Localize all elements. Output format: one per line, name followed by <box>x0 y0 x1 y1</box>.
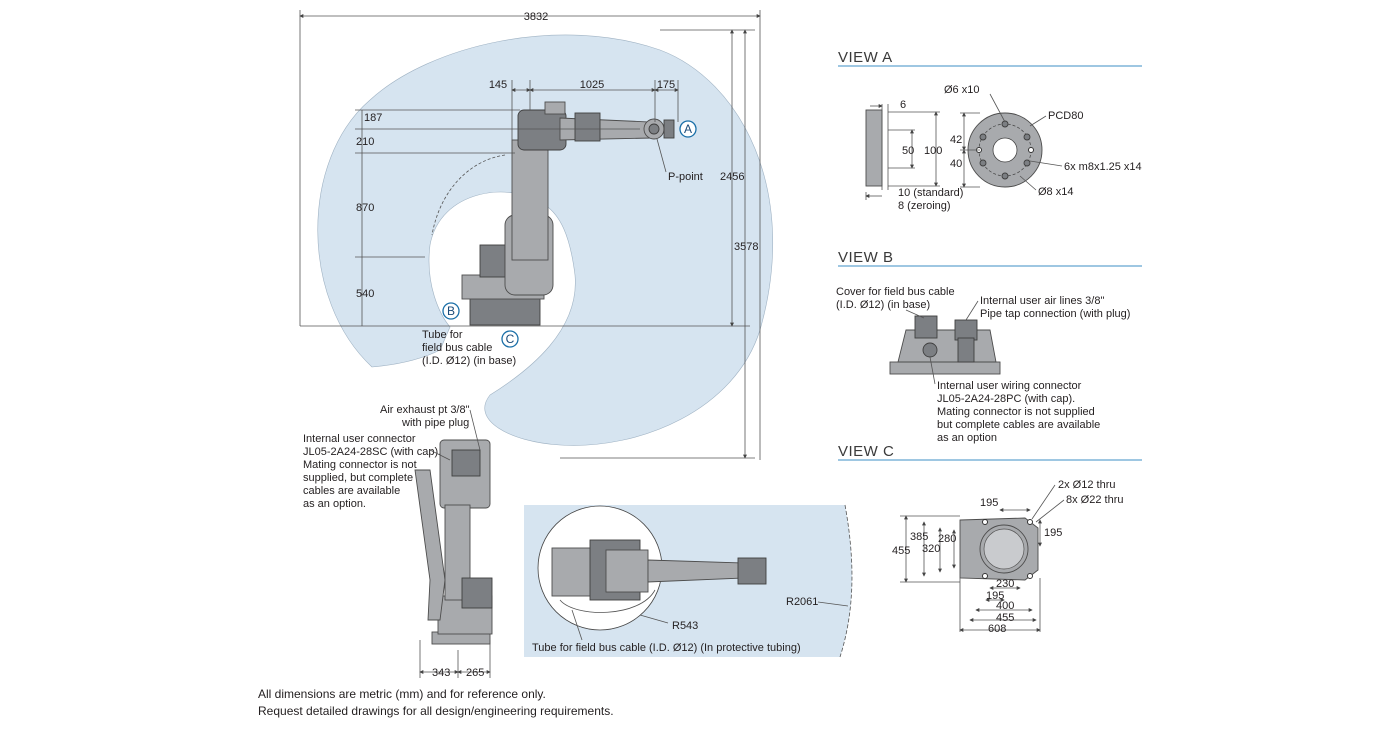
footer-line-2: Request detailed drawings for all design… <box>258 704 614 718</box>
view-c-dim-455-left: 455 <box>892 545 910 557</box>
robot-top-figure <box>551 539 767 613</box>
svg-text:B: B <box>447 304 455 318</box>
connector-6: as an option. <box>303 498 366 510</box>
view-a-dim-50: 50 <box>902 145 914 157</box>
view-b-wiring-4: but complete cables are available <box>937 419 1100 431</box>
view-c-dim-320: 320 <box>922 543 940 555</box>
dim-3832: 3832 <box>524 11 548 23</box>
view-c-dim-195-bottom: 195 <box>986 590 1004 602</box>
view-b-wiring-1: Internal user wiring connector <box>937 380 1082 392</box>
view-a-dim-100: 100 <box>924 145 942 157</box>
view-a-standard: 10 (standard) <box>898 187 963 199</box>
svg-text:(I.D. Ø12) (in base): (I.D. Ø12) (in base) <box>422 355 516 367</box>
view-b-cover-2: (I.D. Ø12) (in base) <box>836 299 930 311</box>
view-c-title: VIEW C <box>838 443 894 460</box>
side-dim-265: 265 <box>466 667 484 679</box>
connector-2: JL05-2A24-28SC (with cap). <box>303 446 441 458</box>
view-a-dim-6: 6 <box>900 99 906 111</box>
view-c-dim-280: 280 <box>938 533 956 545</box>
connector-1: Internal user connector <box>303 433 416 445</box>
svg-text:Tube for: Tube for <box>422 329 463 341</box>
dim-3578: 3578 <box>734 241 758 253</box>
dim-187: 187 <box>364 112 382 124</box>
view-c-dim-195-right: 195 <box>1044 527 1062 539</box>
view-c-dim-385: 385 <box>910 531 928 543</box>
view-b-wiring-3: Mating connector is not supplied <box>937 406 1095 418</box>
dim-1025: 1025 <box>580 79 604 91</box>
view-c-dim-195-top: 195 <box>980 497 998 509</box>
air-exhaust-1: Air exhaust pt 3/8" <box>380 404 470 416</box>
p-point-label: P-point <box>668 171 703 183</box>
view-c-dim-455-bottom: 455 <box>996 612 1014 624</box>
top-r543: R543 <box>672 620 698 632</box>
top-tube: Tube for field bus cable (I.D. Ø12) (In … <box>532 642 801 654</box>
marker-a: A <box>679 120 697 138</box>
footer-line-1: All dimensions are metric (mm) and for r… <box>258 687 546 701</box>
top-view: R543 R2061 Tube for field bus cable (I.D… <box>524 504 853 658</box>
side-dim-343: 343 <box>432 667 450 679</box>
view-b-wiring-5: as an option <box>937 432 997 444</box>
dim-210: 210 <box>356 136 374 148</box>
dim-2456: 2456 <box>720 171 744 183</box>
view-c-dim-608: 608 <box>988 623 1006 635</box>
view-c-thru-22: 8x Ø22 thru <box>1066 494 1123 506</box>
view-a: VIEW A 6 50 100 10 (standard) 8 (zeroing… <box>838 49 1142 212</box>
view-a-holes-8: Ø8 x14 <box>1038 186 1073 198</box>
dim-870: 870 <box>356 202 374 214</box>
view-b-air-1: Internal user air lines 3/8" <box>980 295 1104 307</box>
tube-label: Tube for field bus cable (I.D. Ø12) (in … <box>422 329 516 367</box>
view-a-dim-40: 40 <box>950 158 962 170</box>
svg-text:field bus cable: field bus cable <box>422 342 492 354</box>
view-a-title: VIEW A <box>838 49 893 66</box>
view-c-dim-230: 230 <box>996 578 1014 590</box>
main-view: 3832 145 1025 175 187 210 870 540 2456 3… <box>299 10 774 460</box>
view-c-thru-12: 2x Ø12 thru <box>1058 479 1115 491</box>
svg-text:C: C <box>506 332 515 346</box>
view-b-wiring-2: JL05-2A24-28PC (with cap). <box>937 393 1075 405</box>
view-b-cover-1: Cover for field bus cable <box>836 286 955 298</box>
view-a-zeroing: 8 (zeroing) <box>898 200 951 212</box>
view-b-air-2: Pipe tap connection (with plug) <box>980 308 1130 320</box>
air-exhaust-2: with pipe plug <box>401 417 469 429</box>
view-c: VIEW C 2x Ø12 thru 8x Ø22 thru 195 195 4… <box>838 443 1142 635</box>
footer-notes: All dimensions are metric (mm) and for r… <box>258 687 614 718</box>
view-a-pcd: PCD80 <box>1048 110 1083 122</box>
view-b-title: VIEW B <box>838 249 894 266</box>
dim-540: 540 <box>356 288 374 300</box>
dim-145: 145 <box>489 79 507 91</box>
top-r2061: R2061 <box>786 596 818 608</box>
view-a-thread: 6x m8x1.25 x14 <box>1064 161 1142 173</box>
marker-c: C <box>501 330 519 348</box>
side-view: Air exhaust pt 3/8" with pipe plug Inter… <box>303 404 493 679</box>
view-b: VIEW B Cover for field bus cable (I.D. Ø… <box>836 249 1142 444</box>
svg-text:A: A <box>684 122 692 136</box>
connector-3: Mating connector is not <box>303 459 417 471</box>
view-c-dim-400: 400 <box>996 600 1014 612</box>
dim-175: 175 <box>657 79 675 91</box>
view-a-holes-6: Ø6 x10 <box>944 84 979 96</box>
marker-b: B <box>442 302 460 320</box>
connector-4: supplied, but complete <box>303 472 413 484</box>
view-a-dim-42: 42 <box>950 134 962 146</box>
connector-5: cables are available <box>303 485 400 497</box>
